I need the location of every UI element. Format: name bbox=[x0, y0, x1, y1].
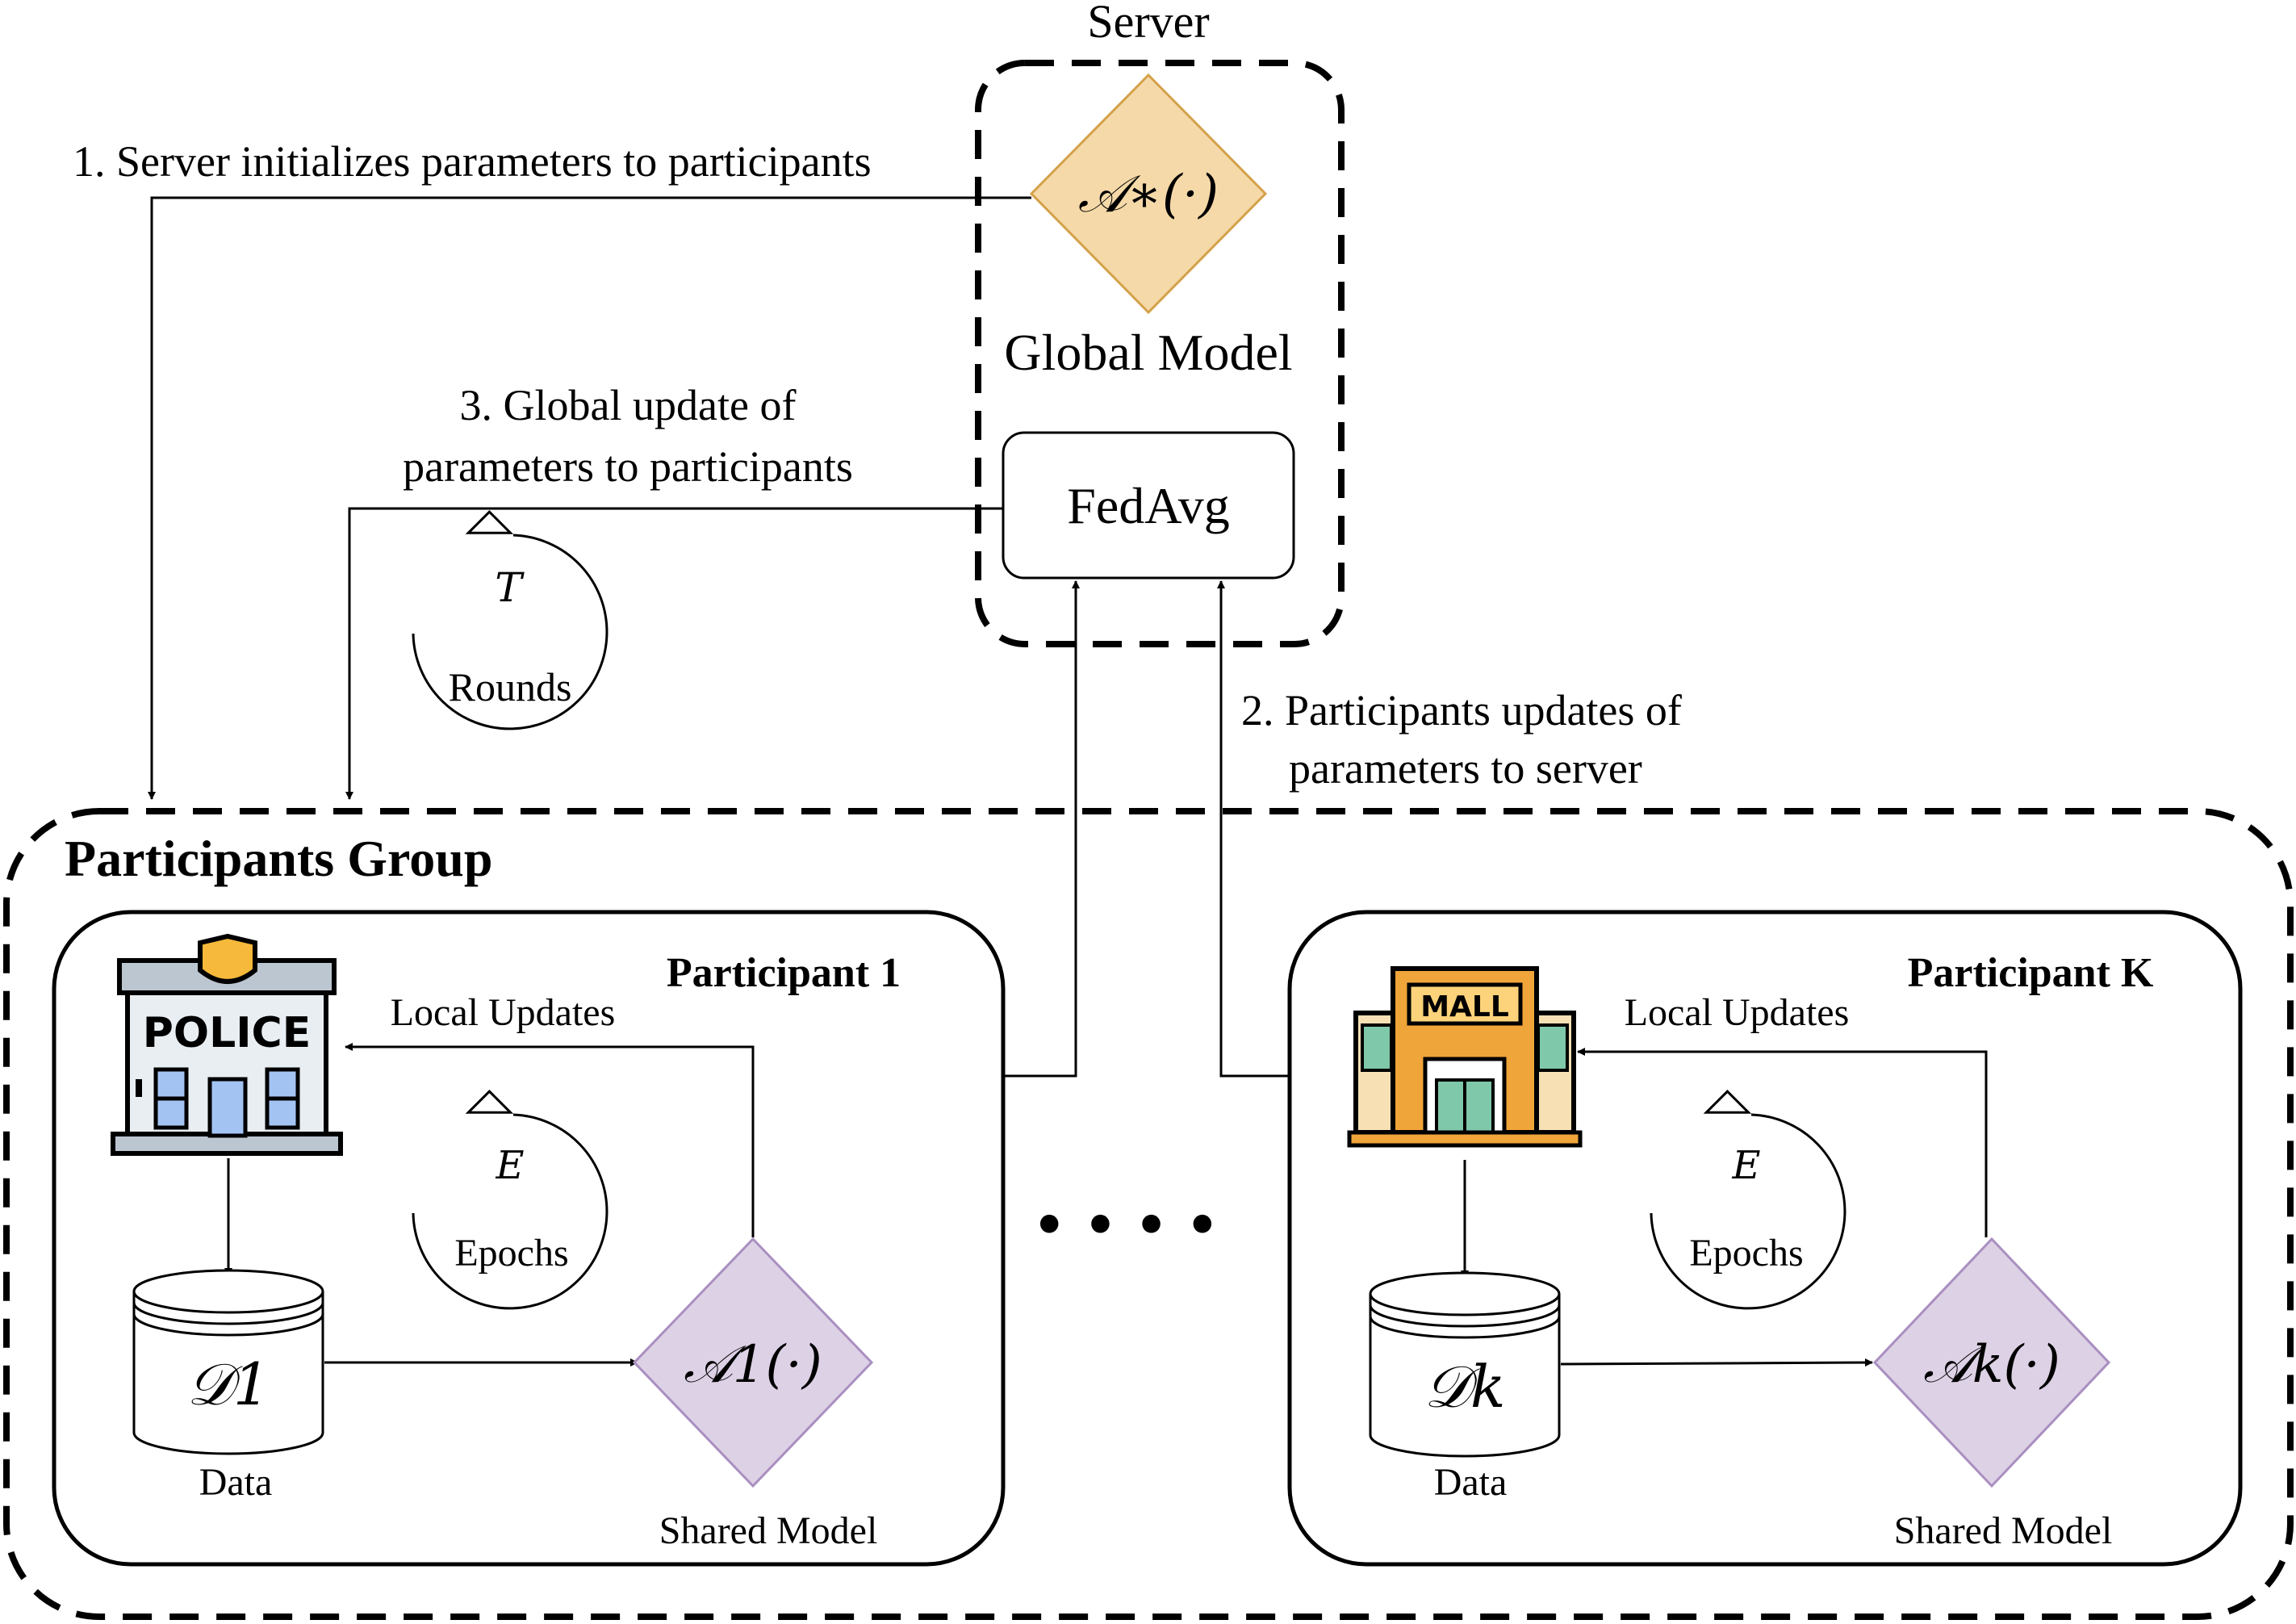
participant-k: Participant K MALL Local Updates E Epoch… bbox=[1287, 910, 2243, 1567]
participant-1-data-symbol: 𝒟1 bbox=[186, 1350, 270, 1418]
participant-1-shared-model: 𝒜1(·) bbox=[632, 1237, 874, 1488]
fedavg-node: FedAvg bbox=[1002, 431, 1295, 580]
participant-1-title: Participant 1 bbox=[667, 950, 901, 996]
participant-k-data-to-model-arrow bbox=[1560, 1358, 1873, 1367]
participant-k-model-diamond bbox=[1872, 1237, 2111, 1488]
police-station-icon: POLICE bbox=[111, 933, 343, 1156]
global-model-node: 𝒜∗(·) bbox=[1029, 73, 1268, 315]
participant-k-shared-model: 𝒜k(·) bbox=[1872, 1237, 2111, 1488]
step3-arrow bbox=[345, 507, 1003, 800]
participant-k-data-label: Data bbox=[1434, 1461, 1508, 1504]
mall-icon: MALL bbox=[1347, 966, 1583, 1148]
step2-arrow-participant1 bbox=[1003, 580, 1080, 1078]
step3-label-line1: 3. Global update of bbox=[460, 381, 797, 429]
participant-1-model-label: Shared Model bbox=[659, 1509, 878, 1552]
mall-sign-text: MALL bbox=[1420, 990, 1509, 1023]
global-model-diamond bbox=[1029, 73, 1268, 315]
step1-arrow bbox=[148, 196, 1031, 800]
participant-1-data-label: Data bbox=[199, 1461, 273, 1504]
participant-k-model-symbol: 𝒜k(·) bbox=[1923, 1335, 2060, 1395]
participant-1-model-diamond bbox=[632, 1237, 874, 1488]
participant-k-data-symbol: 𝒟k bbox=[1424, 1353, 1505, 1421]
participant-k-title: Participant K bbox=[1908, 950, 2154, 996]
participant-1-epochs-symbol: E bbox=[495, 1143, 524, 1188]
participant-k-epochs-label: Epochs bbox=[1689, 1232, 1803, 1275]
step3-label-line2: parameters to participants bbox=[403, 442, 853, 491]
participant-1-local-updates-label: Local Updates bbox=[391, 991, 616, 1034]
participant-k-local-updates-arrow bbox=[1577, 1048, 1988, 1237]
participants-group-boundary bbox=[3, 808, 2294, 1620]
step2-label-line2: parameters to server bbox=[1289, 744, 1642, 793]
global-model-symbol: 𝒜∗(·) bbox=[1078, 165, 1219, 224]
fedavg-box bbox=[1002, 431, 1295, 580]
fedavg-label: FedAvg bbox=[1067, 477, 1229, 534]
participant-1-epochs-label: Epochs bbox=[454, 1232, 568, 1275]
server-boundary bbox=[975, 60, 1345, 647]
participant-1-model-symbol: 𝒜1(·) bbox=[684, 1335, 822, 1395]
participants-group-title: Participants Group bbox=[65, 830, 492, 887]
step2-arrow-participantK bbox=[1217, 580, 1290, 1078]
participant-1-epochs-arrowhead bbox=[465, 1090, 514, 1114]
participant-1-local-updates-arrow bbox=[345, 1043, 755, 1237]
police-sign-text: POLICE bbox=[143, 1009, 311, 1057]
rounds-label: Rounds bbox=[449, 664, 572, 709]
participant-k-model-label: Shared Model bbox=[1894, 1509, 2113, 1552]
participant-k-epochs-symbol: E bbox=[1731, 1143, 1760, 1188]
participant-k-epochs-loop bbox=[1650, 1113, 1846, 1310]
global-model-label: Global Model bbox=[1004, 324, 1292, 381]
participants-ellipsis: • • • • bbox=[1033, 1196, 1219, 1256]
participant-1-data-store: 𝒟1 bbox=[132, 1269, 324, 1455]
rounds-loop-arrowhead bbox=[465, 510, 514, 534]
step1-label: 1. Server initializes parameters to part… bbox=[73, 137, 872, 186]
rounds-loop-arc bbox=[412, 534, 609, 730]
participant-k-local-updates-label: Local Updates bbox=[1625, 991, 1850, 1034]
participant-k-epochs-arrowhead bbox=[1703, 1090, 1752, 1114]
rounds-loop: T Rounds bbox=[412, 510, 609, 730]
participant-1: Participant 1 POLICE Local Updates E Epo… bbox=[52, 910, 1006, 1567]
step2-label-line1: 2. Participants updates of bbox=[1241, 686, 1682, 735]
server-title: Server bbox=[1087, 0, 1209, 48]
participant-1-epochs-loop bbox=[412, 1113, 609, 1310]
rounds-symbol: T bbox=[495, 564, 525, 611]
participant-k-data-store: 𝒟k bbox=[1369, 1271, 1561, 1458]
